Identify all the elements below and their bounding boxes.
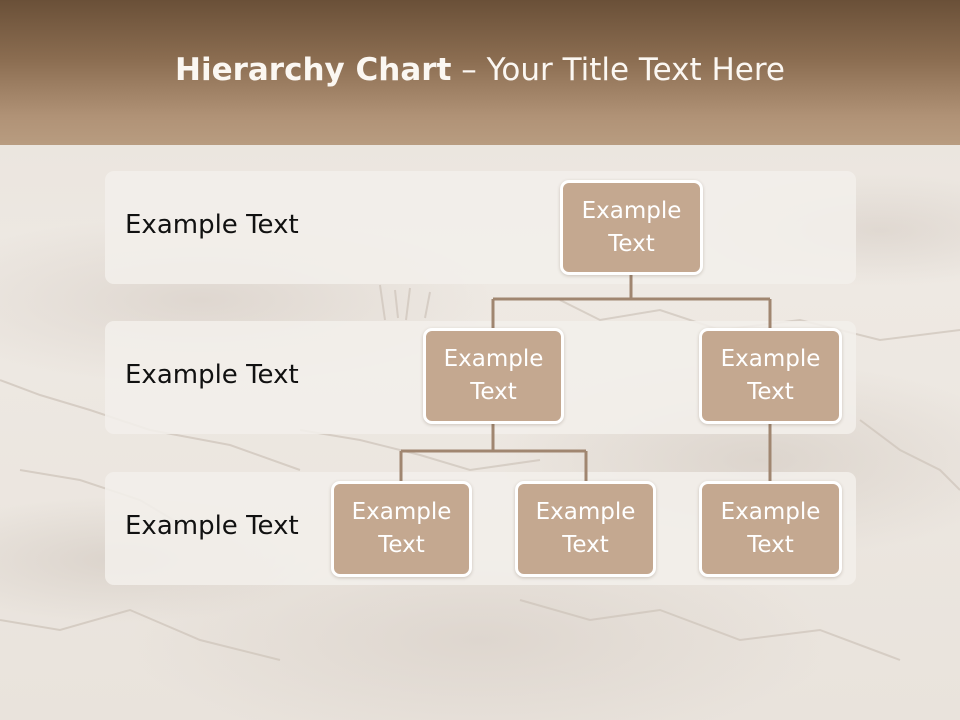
title-rest: – Your Title Text Here xyxy=(451,52,785,88)
hierarchy-node-level2-left[interactable]: Example Text xyxy=(423,328,564,424)
hierarchy-node-level2-right[interactable]: Example Text xyxy=(699,328,842,424)
hierarchy-node-level3-3[interactable]: Example Text xyxy=(699,481,842,577)
node-label: Example Text xyxy=(535,499,636,558)
hierarchy-node-level3-1[interactable]: Example Text xyxy=(331,481,472,577)
level-label-3: Example Text xyxy=(125,511,299,541)
level-band-1 xyxy=(105,171,856,284)
node-label: Example Text xyxy=(351,499,452,558)
level-label-1: Example Text xyxy=(125,210,299,240)
node-label: Example Text xyxy=(720,499,821,558)
hierarchy-node-level3-2[interactable]: Example Text xyxy=(515,481,656,577)
node-label: Example Text xyxy=(581,197,682,257)
hierarchy-node-root[interactable]: Example Text xyxy=(560,180,703,275)
title-banner xyxy=(0,0,960,145)
node-label: Example Text xyxy=(443,346,544,405)
title-bold: Hierarchy Chart xyxy=(175,52,452,88)
node-label: Example Text xyxy=(720,346,821,405)
level-label-2: Example Text xyxy=(125,360,299,390)
page-title: Hierarchy Chart – Your Title Text Here xyxy=(0,52,960,88)
